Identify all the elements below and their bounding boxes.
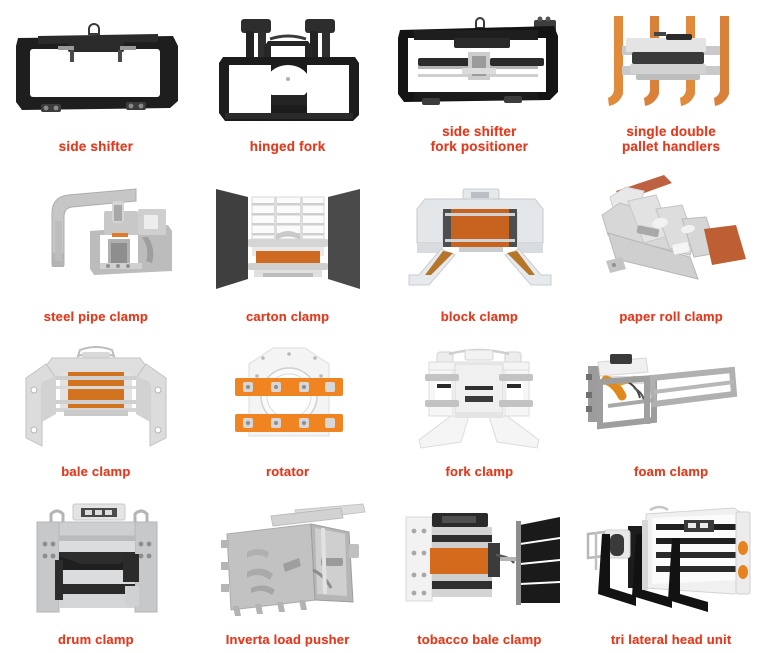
product-label: tri lateral head unit	[610, 632, 732, 647]
product-cell-bale-clamp[interactable]: bale clamp	[0, 330, 192, 485]
inverta-load-pusher-image	[192, 485, 384, 633]
product-cell-tri-lateral-head-unit[interactable]: tri lateral head unit	[575, 485, 767, 653]
fork-clamp-image	[384, 330, 576, 465]
product-label: fork clamp	[445, 464, 514, 479]
single-double-pallet-handlers-image	[575, 0, 767, 124]
product-label: foam clamp	[634, 464, 709, 479]
foam-clamp-image	[575, 330, 767, 465]
product-label: side shifter fork positioner	[430, 124, 529, 154]
steel-pipe-clamp-image	[0, 160, 192, 310]
product-cell-single-double-pallet-handlers[interactable]: single double pallet handlers	[575, 0, 767, 160]
product-cell-block-clamp[interactable]: block clamp	[383, 160, 576, 330]
product-cell-side-shifter-fork-positioner[interactable]: side shifter fork positioner	[383, 0, 576, 160]
product-label: drum clamp	[58, 632, 134, 647]
rotator-image	[192, 330, 384, 465]
product-cell-fork-clamp[interactable]: fork clamp	[383, 330, 576, 485]
product-cell-drum-clamp[interactable]: drum clamp	[0, 485, 192, 653]
product-label: tobacco bale clamp	[417, 632, 542, 647]
product-label: block clamp	[440, 309, 519, 324]
side-shifter-image	[0, 0, 192, 140]
product-label: steel pipe clamp	[43, 309, 149, 324]
product-label: carton clamp	[245, 309, 330, 324]
product-cell-foam-clamp[interactable]: foam clamp	[575, 330, 767, 485]
product-label: rotator	[265, 464, 310, 479]
paper-roll-clamp-image	[575, 160, 767, 310]
product-label: side shifter	[58, 139, 134, 154]
product-label: single double pallet handlers	[621, 124, 721, 154]
hinged-fork-image	[192, 0, 384, 140]
side-shifter-fork-positioner-image	[384, 0, 576, 124]
block-clamp-image	[384, 160, 576, 310]
product-label: bale clamp	[61, 464, 131, 479]
product-cell-steel-pipe-clamp[interactable]: steel pipe clamp	[0, 160, 192, 330]
product-cell-tobacco-bale-clamp[interactable]: tobacco bale clamp	[383, 485, 576, 653]
bale-clamp-image	[0, 330, 192, 465]
product-cell-inverta-load-pusher[interactable]: Inverta load pusher	[191, 485, 384, 653]
drum-clamp-image	[0, 485, 192, 633]
product-label: hinged fork	[249, 139, 326, 154]
product-cell-carton-clamp[interactable]: carton clamp	[191, 160, 384, 330]
product-cell-rotator[interactable]: rotator	[191, 330, 384, 485]
product-cell-paper-roll-clamp[interactable]: paper roll clamp	[575, 160, 767, 330]
product-cell-hinged-fork[interactable]: hinged fork	[191, 0, 384, 160]
tri-lateral-head-unit-image	[575, 485, 767, 633]
product-cell-side-shifter[interactable]: side shifter	[0, 0, 192, 160]
tobacco-bale-clamp-image	[384, 485, 576, 633]
product-label: paper roll clamp	[619, 309, 723, 324]
product-label: Inverta load pusher	[225, 632, 350, 647]
carton-clamp-image	[192, 160, 384, 310]
